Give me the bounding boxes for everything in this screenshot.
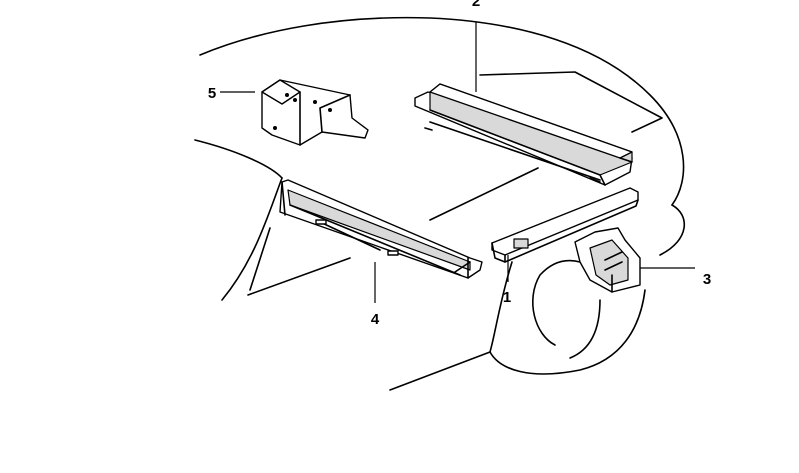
leader-lines [220,22,695,303]
part-1-rail[interactable] [491,187,639,263]
callout-2: 2 [472,0,480,10]
callout-5: 5 [208,85,216,102]
car-body-outline [194,16,686,391]
part-3-corner-bracket[interactable] [574,227,641,293]
callout-1: 1 [503,289,511,306]
callout-4: 4 [371,311,380,328]
part-5-bracket[interactable] [261,79,369,146]
part-2-rail[interactable] [414,83,633,186]
callout-3: 3 [703,271,711,288]
part-4-channel[interactable] [279,179,483,279]
